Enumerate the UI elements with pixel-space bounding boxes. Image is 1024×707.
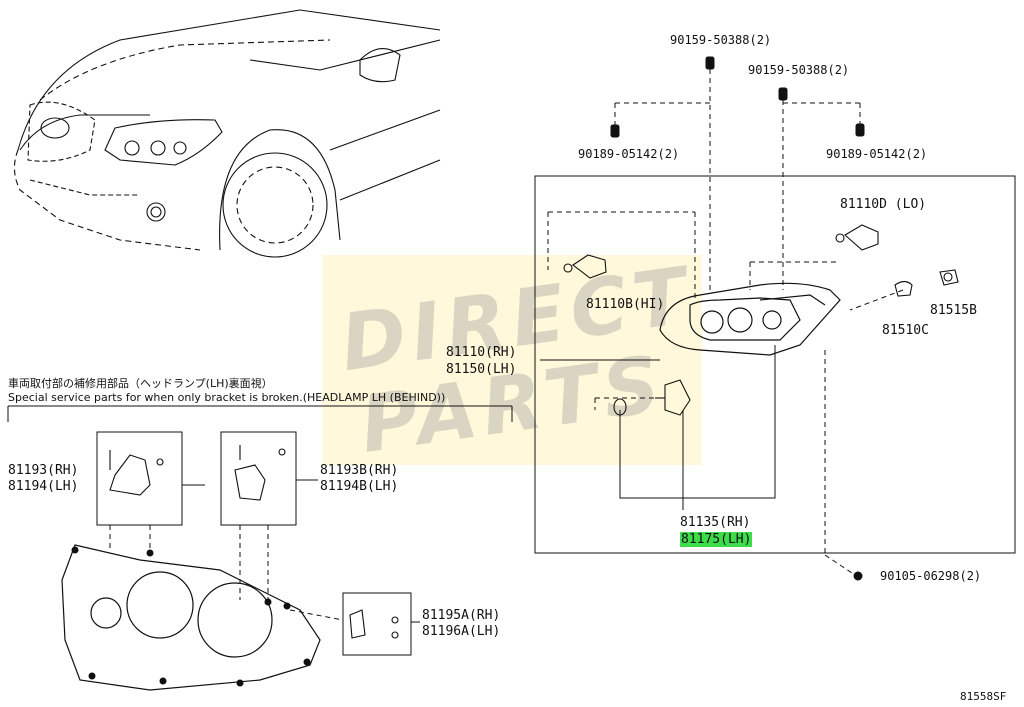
label-lamp-rh: 81110(RH) xyxy=(446,345,517,360)
label-bracket-a-rh: 81193(RH) xyxy=(8,463,79,478)
label-screw-left: 90189-05142(2) xyxy=(578,147,680,161)
bracket-b-box xyxy=(220,431,297,526)
headlamp-assembly-frame xyxy=(534,175,1016,554)
label-bracket-b-rh: 81193B(RH) xyxy=(320,463,399,478)
label-bolt-top-a: 90159-50388(2) xyxy=(670,33,772,47)
label-bracket-b-lh: 81194B(LH) xyxy=(320,479,399,494)
note-japanese: 車両取付部の補修用部品（ヘッドランプ(LH)裏面視） xyxy=(8,377,273,390)
label-socket: 81515B xyxy=(930,303,977,318)
diagram-code: 81558SF xyxy=(960,690,1007,703)
headlamp-body xyxy=(659,282,841,356)
headlamp-rear-housing xyxy=(61,544,321,691)
label-lamp-lh: 81150(LH) xyxy=(446,362,517,377)
label-unit-rh: 81135(RH) xyxy=(680,515,751,530)
note-english: Special service parts for when only brac… xyxy=(8,391,446,404)
label-bolt-bottom: 90105-06298(2) xyxy=(880,569,982,583)
label-bracket-c-lh: 81196A(LH) xyxy=(422,624,501,639)
label-bulb-small: 81510C xyxy=(882,323,929,338)
highlighted-part-number: 81175(LH) xyxy=(680,532,753,547)
bracket-a-box xyxy=(96,431,183,526)
label-bracket-a-lh: 81194(LH) xyxy=(8,479,79,494)
label-bulb-lo: 81110D (LO) xyxy=(840,197,927,212)
car-front-illustration xyxy=(13,9,441,258)
label-bracket-c-rh: 81195A(RH) xyxy=(422,608,501,623)
bulb-icon xyxy=(563,224,959,416)
label-unit-lh: 81175(LH) xyxy=(680,532,753,548)
bolt-icon xyxy=(610,56,865,581)
bracket-c-box xyxy=(342,592,412,656)
label-bulb-hi: 81110B(HI) xyxy=(586,297,665,312)
label-screw-right: 90189-05142(2) xyxy=(826,147,928,161)
label-bolt-top-b: 90159-50388(2) xyxy=(748,63,850,77)
